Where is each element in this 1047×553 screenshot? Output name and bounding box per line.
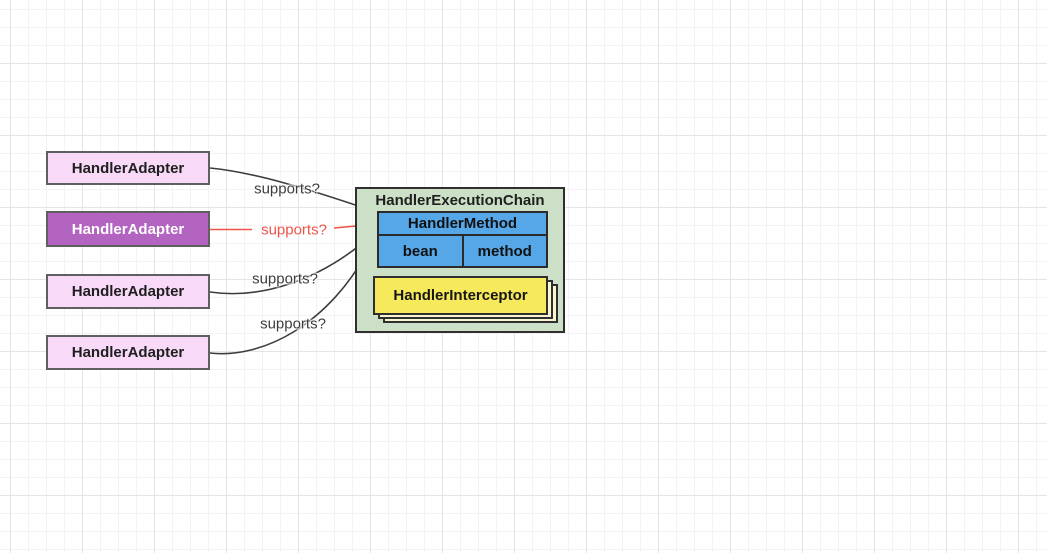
- handler-adapter-box-4[interactable]: HandlerAdapter: [46, 335, 210, 370]
- handler-interceptor-label: HandlerInterceptor: [393, 287, 528, 304]
- handler-execution-chain-title: HandlerExecutionChain: [375, 192, 545, 209]
- bean-cell[interactable]: bean: [379, 236, 464, 266]
- handler-adapter-box-2[interactable]: HandlerAdapter: [46, 211, 210, 247]
- edge-label-supports-4[interactable]: supports?: [260, 315, 326, 333]
- edge-supports-3[interactable]: [209, 234, 374, 295]
- handler-method-box[interactable]: HandlerMethod bean method: [377, 211, 548, 268]
- handler-execution-chain-box[interactable]: HandlerExecutionChain HandlerMethod bean…: [355, 187, 565, 333]
- edge-supports-1[interactable]: [209, 167, 375, 213]
- handler-adapter-label-3: HandlerAdapter: [71, 283, 185, 300]
- handler-interceptor-box[interactable]: HandlerInterceptor: [373, 276, 548, 315]
- handler-adapter-label-4: HandlerAdapter: [71, 344, 185, 361]
- handler-method-cells: bean method: [379, 236, 546, 266]
- edge-supports-4[interactable]: [209, 243, 372, 355]
- edge-label-supports-3[interactable]: supports?: [252, 270, 318, 288]
- handler-method-title: HandlerMethod: [379, 213, 546, 236]
- edge-label-supports-2[interactable]: supports?: [261, 221, 327, 239]
- method-cell[interactable]: method: [477, 242, 532, 260]
- edge-label-supports-1[interactable]: supports?: [254, 180, 320, 198]
- handler-adapter-box-3[interactable]: HandlerAdapter: [46, 274, 210, 309]
- handler-adapter-label-2: HandlerAdapter: [71, 220, 185, 238]
- handler-adapter-box-1[interactable]: HandlerAdapter: [46, 151, 210, 185]
- handler-adapter-label-1: HandlerAdapter: [71, 159, 185, 177]
